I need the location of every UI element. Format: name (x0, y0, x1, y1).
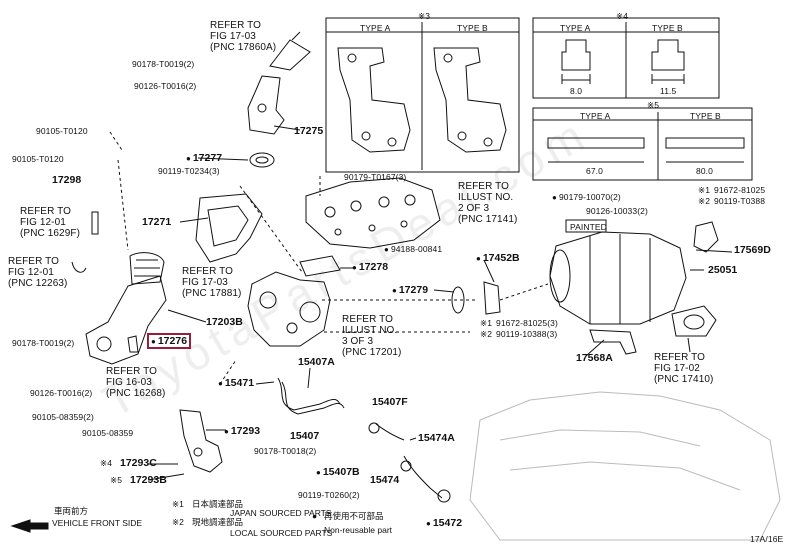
legend-jp-1: 日本調達部品 (192, 499, 244, 509)
legend-en-non-reusable: Non-reusable part (324, 525, 393, 535)
part-15407a[interactable]: 15407A (298, 356, 335, 368)
inset-stud-dim-b: 80.0 (696, 166, 713, 176)
mark-2-a: ※2 (698, 196, 711, 206)
bolt-90119-t0260[interactable]: 90119-T0260(2) (298, 490, 360, 500)
part-15471[interactable]: 15471 (218, 377, 254, 389)
bolt-91672-81025[interactable]: 91672-81025 (714, 185, 766, 195)
bolt-90179-10070[interactable]: 90179-10070(2) (552, 192, 621, 203)
inset-nut-mark: ※4 (616, 11, 629, 21)
inset-stud-mark: ※5 (647, 100, 660, 110)
part-17568a[interactable]: 17568A (576, 352, 613, 364)
refer-17410[interactable]: REFER TO FIG 17-02 (PNC 17410) (654, 352, 714, 385)
bolt-90126-10033[interactable]: 90126-10033(2) (586, 206, 648, 216)
vehicle-front-jp: 車両前方 (54, 506, 89, 516)
part-17276[interactable]: 17276 (146, 333, 192, 349)
part-15474[interactable]: 15474 (370, 474, 400, 486)
part-15407b[interactable]: 15407B (316, 466, 360, 478)
inset-stud-frame (532, 107, 753, 181)
refer-17141[interactable]: REFER TO ILLUST NO. 2 OF 3 (PNC 17141) (458, 181, 518, 225)
mark-2-b: ※2 (480, 329, 493, 339)
inset-bracket-type-a: TYPE A (360, 23, 391, 33)
refer-12263[interactable]: REFER TO FIG 12-01 (PNC 12263) (8, 256, 68, 289)
inset-stud-type-a: TYPE A (580, 111, 611, 121)
bolt-90105-t0120-a[interactable]: 90105-T0120 (36, 126, 88, 136)
bolt-90105-08359[interactable]: 90105-08359 (82, 428, 134, 438)
part-17279[interactable]: 17279 (392, 284, 428, 296)
legend-en-2: LOCAL SOURCED PARTS (230, 528, 333, 538)
part-15407f[interactable]: 15407F (372, 396, 408, 408)
refer-17201[interactable]: REFER TO ILLUST NO. 3 OF 3 (PNC 17201) (342, 314, 402, 358)
inset-bracket-type-b: TYPE B (457, 23, 488, 33)
bolt-90126-t0016-top[interactable]: 90126-T0016(2) (134, 81, 197, 91)
part-17293[interactable]: 17293 (224, 425, 260, 437)
legend-mark-non-reusable: ● (312, 511, 318, 521)
part-17452b[interactable]: 17452B (476, 252, 520, 264)
part-17275[interactable]: 17275 (294, 125, 324, 137)
bolt-90178-t0019-top[interactable]: 90178-T0019(2) (132, 59, 195, 69)
inset-nut-type-b: TYPE B (652, 23, 683, 33)
figure-id: 17A/16E (750, 534, 784, 544)
part-15407[interactable]: 15407 (290, 430, 320, 442)
part-17203b[interactable]: 17203B (206, 316, 243, 328)
mark-5: ※5 (110, 475, 123, 485)
bolt-90105-08359-2[interactable]: 90105-08359(2) (32, 412, 94, 422)
bolt-90126-t0016-low[interactable]: 90126-T0016(2) (30, 388, 93, 398)
bolt-90105-t0120-b[interactable]: 90105-T0120 (12, 154, 64, 164)
bolt-90179-t0167[interactable]: 90179-T0167(3) (344, 172, 407, 182)
bolt-90178-t0019-low[interactable]: 90178-T0019(2) (12, 338, 75, 348)
part-17569d[interactable]: 17569D (734, 244, 771, 256)
inset-stud-dim-a: 67.0 (586, 166, 603, 176)
painted-box (565, 219, 607, 233)
bolt-90178-t0018[interactable]: 90178-T0018(2) (254, 446, 317, 456)
refer-17881[interactable]: REFER TO FIG 17-03 (PNC 17881) (182, 266, 242, 299)
inset-nut-type-a: TYPE A (560, 23, 591, 33)
vehicle-front-en: VEHICLE FRONT SIDE (52, 518, 143, 528)
bolt-91672-81025-3[interactable]: 91672-81025(3) (496, 318, 558, 328)
legend-jp-2: 現地調達部品 (192, 517, 244, 527)
part-17298[interactable]: 17298 (52, 174, 82, 186)
inset-nut-dim-a: 8.0 (570, 86, 583, 96)
legend-jp-non-reusable: 再使用不可部品 (324, 511, 384, 521)
part-17293b[interactable]: 17293B (130, 474, 167, 486)
mark-1-a: ※1 (698, 185, 711, 195)
inset-bracket-frame (325, 17, 520, 173)
part-25051[interactable]: 25051 (708, 264, 738, 276)
refer-1629f[interactable]: REFER TO FIG 12-01 (PNC 1629F) (20, 206, 81, 239)
refer-17860a[interactable]: REFER TO FIG 17-03 (PNC 17860A) (210, 20, 277, 53)
bolt-90119-10388[interactable]: 90119-10388(3) (496, 329, 558, 339)
legend-en-1: JAPAN SOURCED PARTS (230, 508, 332, 518)
part-15474a[interactable]: 15474A (418, 432, 455, 444)
inset-nut-dim-b: 11.5 (660, 86, 677, 96)
refer-16268[interactable]: REFER TO FIG 16-03 (PNC 16268) (106, 366, 166, 399)
bolt-90119-t0234[interactable]: 90119-T0234(3) (158, 166, 220, 176)
legend-mark-2: ※2 (172, 517, 184, 527)
bolt-90119-t0388[interactable]: 90119-T0388 (714, 196, 766, 206)
inset-bracket-mark: ※3 (418, 11, 431, 21)
part-17271[interactable]: 17271 (142, 216, 172, 228)
mark-4: ※4 (100, 458, 113, 468)
mark-1-b: ※1 (480, 318, 493, 328)
legend-mark-1: ※1 (172, 499, 184, 509)
bolt-94188-00841[interactable]: 94188-00841 (384, 244, 442, 255)
painted-label: PAINTED (570, 222, 607, 232)
part-17278[interactable]: 17278 (352, 261, 388, 273)
part-17293c[interactable]: 17293C (120, 457, 157, 469)
inset-stud-type-b: TYPE B (690, 111, 721, 121)
part-15472[interactable]: 15472 (426, 517, 462, 529)
part-17277[interactable]: 17277 (186, 152, 222, 164)
